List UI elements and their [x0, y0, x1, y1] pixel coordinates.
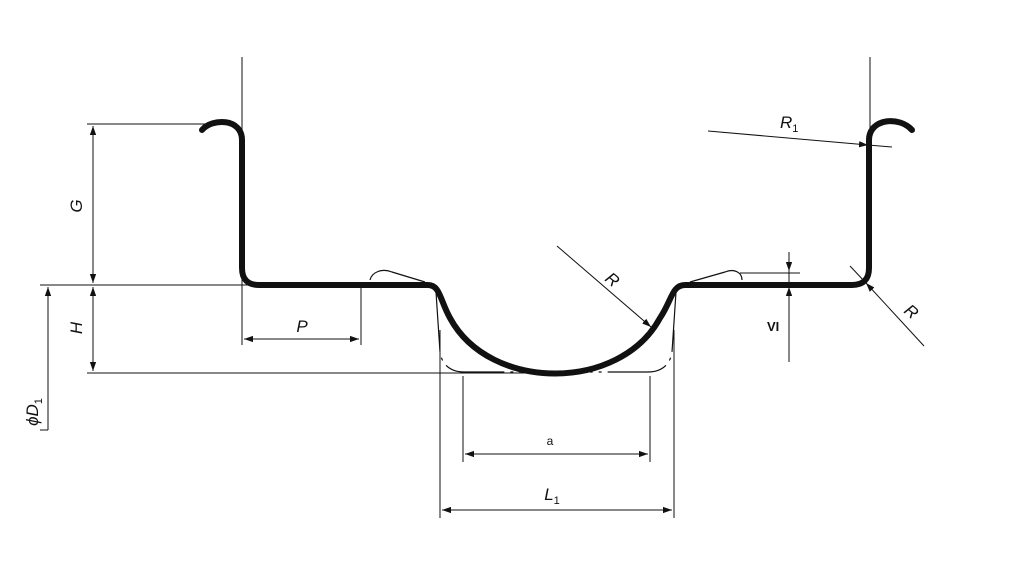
phantom-trough-right	[590, 291, 677, 373]
label-vi: VI	[767, 319, 779, 334]
r-right-leader-tail	[849, 265, 867, 284]
r1-leader	[707, 130, 869, 148]
label-r-right: R	[900, 301, 922, 323]
label-l1: L1	[544, 485, 560, 507]
phantom-trough-left	[435, 291, 520, 373]
phantom-profile-right	[689, 269, 743, 283]
label-g: G	[67, 199, 86, 212]
label-a: a	[547, 434, 554, 448]
r-center-leader	[556, 245, 652, 328]
r-right-leader	[865, 282, 925, 347]
profile-outline	[199, 118, 915, 377]
label-h: H	[67, 321, 86, 334]
svg-text:ϕD1: ϕD1	[23, 398, 45, 426]
label-phi-d: ϕD1	[23, 398, 45, 426]
r1-leader-tail	[867, 144, 893, 148]
label-p: P	[296, 317, 308, 336]
phantom-profile	[369, 269, 426, 283]
label-r1: R1	[780, 113, 798, 135]
